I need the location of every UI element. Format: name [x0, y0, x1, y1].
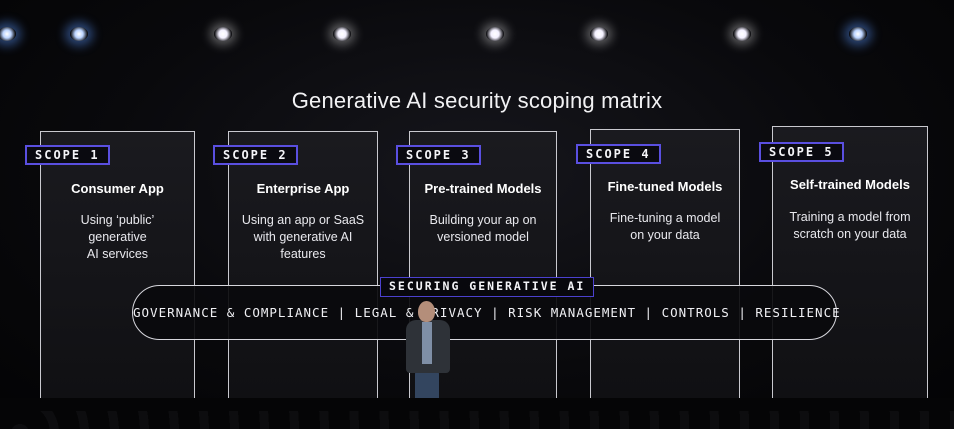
scope-badge: SCOPE 2: [213, 145, 298, 165]
stage-light: [590, 27, 608, 41]
scope-badge: SCOPE 4: [576, 144, 661, 164]
securing-band-text: GOVERNANCE & COMPLIANCE | LEGAL & PRIVAC…: [133, 305, 841, 320]
scope-title: Enterprise App: [256, 181, 350, 196]
matrix-title: Generative AI security scoping matrix: [291, 88, 663, 113]
scope-title: Fine-tuned Models: [607, 179, 723, 194]
stage-light: [0, 27, 16, 41]
scope-title: Consumer App: [71, 181, 164, 196]
stage-light: [70, 27, 88, 41]
stage-light: [486, 27, 504, 41]
scope-column-4: Fine-tuned Models Fine-tuning a model on…: [590, 129, 740, 399]
scope-column-5: Self-trained Models Training a model fro…: [772, 126, 928, 399]
scope-description: Training a model from scratch on your da…: [789, 210, 911, 241]
stage-light: [333, 27, 351, 41]
stage-light: [733, 27, 751, 41]
scope-badge: SCOPE 1: [25, 145, 110, 165]
stage-light: [214, 27, 232, 41]
scope-description: Fine-tuning a model on your data: [609, 211, 721, 242]
scope-badge: SCOPE 3: [396, 145, 481, 165]
scope-title: Pre-trained Models: [424, 181, 542, 196]
stage-light: [849, 27, 867, 41]
scope-description: Using an app or SaaS with generative AI …: [241, 213, 365, 261]
scope-description: Building your ap on versioned model: [429, 213, 537, 244]
audience-silhouettes: [0, 411, 954, 429]
scope-column-1: Consumer App Using ‘public’ generative A…: [40, 131, 195, 399]
securing-band: GOVERNANCE & COMPLIANCE | LEGAL & PRIVAC…: [132, 285, 841, 340]
scope-badge: SCOPE 5: [759, 142, 844, 162]
scope-description: Using ‘public’ generative AI services: [80, 213, 155, 261]
securing-band-label: SECURING GENERATIVE AI: [380, 277, 595, 297]
scope-title: Self-trained Models: [790, 177, 910, 192]
scope-column-2: Enterprise App Using an app or SaaS with…: [228, 131, 378, 399]
